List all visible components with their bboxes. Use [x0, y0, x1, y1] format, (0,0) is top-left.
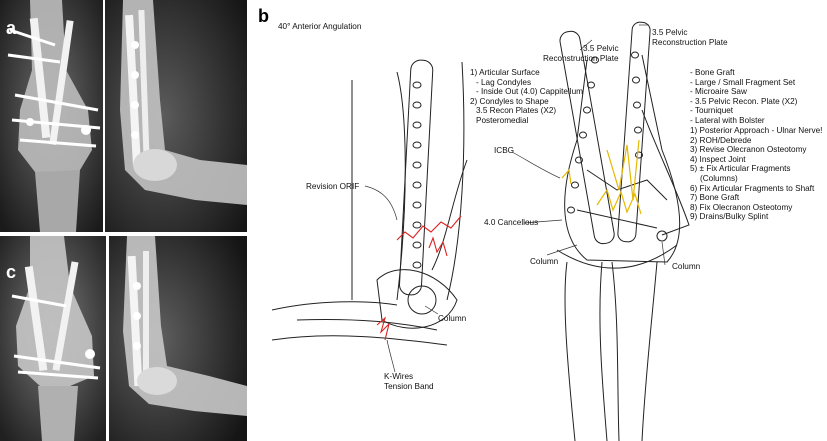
column-center-label: Column: [530, 257, 559, 266]
step-line: 3) Revise Olecranon Osteotomy: [690, 145, 807, 155]
right-plate-holes: [567, 51, 643, 214]
right-joint-line: [556, 244, 678, 269]
right-forearm: [564, 261, 658, 441]
equipment-line: - Lateral with Bolster: [690, 115, 765, 125]
panel-label-a: a: [6, 18, 17, 38]
xray-a-lateral-image: [105, 0, 247, 232]
equipment-line: - Large / Small Fragment Set: [690, 77, 796, 87]
plan-line: 1) Articular Surface: [470, 68, 540, 77]
plan-line: - Lag Condyles: [476, 77, 532, 87]
plate-label-right: 3.5 Pelvic Reconstruction Plate: [652, 28, 728, 47]
step-line: 1) Posterior Approach - Ulnar Nerve!: [690, 126, 823, 135]
kwires-label: K-Wires Tension Band: [384, 372, 434, 391]
panel-label-c: c: [6, 262, 17, 282]
xray-a-ap-view: [0, 0, 103, 232]
left-condyle: [376, 269, 458, 329]
steps-list: 1) Posterior Approach - Ulnar Nerve! 2) …: [690, 126, 822, 222]
step-line: 4) Inspect Joint: [690, 154, 746, 164]
left-forearm: [271, 301, 448, 346]
left-plate: [399, 59, 434, 296]
equipment-line: - Bone Graft: [690, 68, 735, 77]
plan-line: 2) Condyles to Shape: [470, 96, 549, 106]
left-humerus-outline: [396, 61, 465, 301]
xray-a-lateral-view: [105, 0, 247, 232]
left-fracture-lines: [376, 215, 462, 341]
left-plate-holes: [412, 81, 422, 269]
cancellous-label: 4.0 Cancellous: [484, 218, 539, 227]
xray-a-ap-image: [0, 0, 103, 232]
xray-c-lateral-view: [109, 236, 247, 441]
equipment-list: - Bone Graft - Large / Small Fragment Se…: [690, 68, 797, 126]
panel-label-b: b: [258, 6, 269, 26]
plan-line: 3.5 Recon Plates (X2): [476, 106, 557, 116]
surgical-plan-sketch: [271, 21, 690, 441]
equipment-line: - 3.5 Pelvic Recon. Plate (X2): [690, 96, 798, 106]
left-plan-list: 1) Articular Surface - Lag Condyles - In…: [470, 68, 583, 126]
plan-line: Posteromedial: [476, 115, 529, 125]
step-line: 2) ROH/Debrede: [690, 135, 752, 145]
step-line: 6) Fix Articular Fragments to Shaft: [690, 183, 815, 193]
equipment-line: - Tourniquet: [690, 106, 734, 116]
right-plate-curve: [641, 109, 690, 236]
step-line: 7) Bone Graft: [690, 193, 740, 203]
bone-graft-yellow: [561, 139, 642, 215]
equipment-line: - Microaire Saw: [690, 87, 747, 97]
step-line: 5) ± Fix Articular Fragments: [690, 164, 791, 174]
step-line: 8) Fix Olecranon Osteotomy: [690, 202, 793, 212]
left-column-label: Column: [438, 314, 467, 323]
step-line: 9) Drains/Bulky Splint: [690, 212, 769, 222]
revision-orif-label: Revision ORIF: [306, 182, 360, 191]
sketch-title: 40° Anterior Angulation: [278, 22, 362, 31]
xray-c-ap-view: [0, 236, 106, 441]
step-line: (Columns): [700, 173, 738, 183]
column-right-label: Column: [672, 262, 701, 271]
icbg-label: ICBG: [494, 146, 515, 155]
right-plate-right: [617, 21, 651, 243]
plan-line: - Inside Out (4.0) Cappitellum: [476, 87, 583, 97]
xray-c-lateral-image: [109, 236, 247, 441]
right-plate-left: [559, 30, 615, 245]
plate-label-left: 3.5 Pelvic Reconstruction Plate: [543, 44, 619, 63]
xray-c-ap-image: [0, 236, 106, 441]
